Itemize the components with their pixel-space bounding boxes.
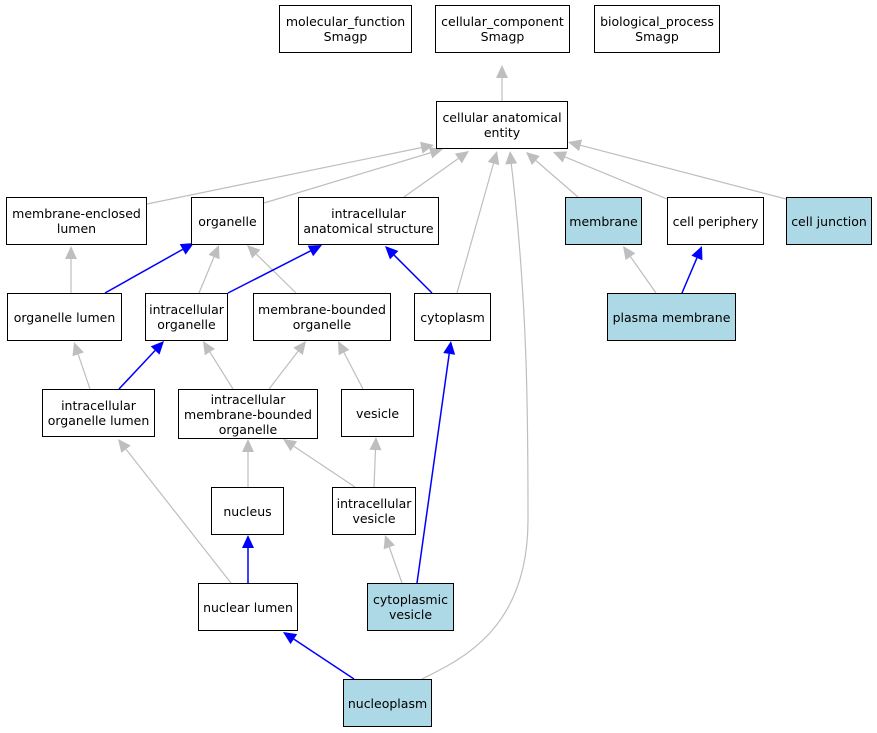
- edge-pm-mem-arrowhead: [623, 246, 636, 261]
- edge-cyt-cae: [456, 163, 495, 294]
- edge-mel-cae-arrowhead: [420, 141, 434, 154]
- node-intracellular-organelle-lumen[interactable]: intracellular organelle lumen: [42, 389, 155, 437]
- node-cellular-component[interactable]: cellular_component Smagp: [435, 5, 570, 53]
- edge-cv-iv-arrowhead: [383, 535, 395, 550]
- edge-imbo-mbo: [268, 350, 299, 390]
- edge-mem-cae: [535, 160, 579, 198]
- edge-ias-cae-arrowhead: [454, 151, 469, 164]
- edge-org-cae: [263, 152, 431, 204]
- edge-cv-iv: [388, 547, 403, 584]
- node-molecular-function[interactable]: molecular_function Smagp: [279, 5, 412, 53]
- edge-ias-cae: [403, 158, 459, 198]
- node-cytoplasmic-vesicle[interactable]: cytoplasmic vesicle: [367, 583, 454, 631]
- edge-iol-io: [118, 349, 156, 390]
- edge-mbo-org-arrowhead: [247, 245, 261, 259]
- node-intracellular-membrane-bounded-organelle[interactable]: intracellular membrane-bounded organelle: [178, 389, 318, 439]
- node-vesicle[interactable]: vesicle: [341, 389, 414, 437]
- node-plasma-membrane[interactable]: plasma membrane: [607, 293, 736, 341]
- edge-iol-ol: [77, 354, 91, 390]
- node-intracellular-organelle[interactable]: intracellular organelle: [145, 293, 228, 341]
- edge-iol-ol-arrowhead: [72, 342, 84, 357]
- node-cellular-anatomical-entity[interactable]: cellular anatomical entity: [436, 101, 568, 149]
- edge-pm-cp-arrowhead: [691, 246, 703, 261]
- edge-iv-ves-arrowhead: [369, 437, 382, 451]
- node-organelle-lumen[interactable]: organelle lumen: [7, 293, 122, 341]
- edge-nl-nuc-arrowhead: [242, 535, 254, 548]
- edge-cv-cyt-arrowhead: [443, 341, 456, 355]
- edge-pm-cp: [681, 257, 698, 294]
- edge-cyt-cae-arrowhead: [487, 151, 500, 166]
- edge-cv-cyt: [416, 353, 450, 584]
- node-cell-junction[interactable]: cell junction: [786, 197, 872, 245]
- edge-mbo-org: [255, 253, 297, 294]
- edge-io-org: [198, 256, 215, 294]
- node-cell-periphery[interactable]: cell periphery: [667, 197, 764, 245]
- edge-cp-cae: [564, 156, 668, 200]
- edge-nl-iol-arrowhead: [118, 439, 131, 453]
- node-intracellular-anatomical-structure[interactable]: intracellular anatomical structure: [298, 197, 439, 245]
- edge-np-nl-arrowhead: [283, 632, 298, 645]
- edge-org-cae-arrowhead: [428, 147, 443, 159]
- edge-io-ias-arrowhead: [307, 245, 322, 257]
- edge-np-cae-arrowhead: [505, 151, 518, 165]
- edge-np-cae: [421, 152, 529, 680]
- edge-nuc-imbo-arrowhead: [242, 439, 254, 452]
- edge-mel-cae: [146, 147, 422, 205]
- edge-ol-mel-arrowhead: [65, 246, 77, 259]
- edge-iv-ves: [373, 449, 377, 488]
- edge-ves-mbo: [343, 352, 364, 390]
- edge-imbo-mbo-arrowhead: [293, 341, 306, 355]
- node-membrane-enclosed-lumen[interactable]: membrane-enclosed lumen: [6, 197, 147, 245]
- edge-nl-iol: [125, 448, 232, 584]
- node-organelle[interactable]: organelle: [191, 197, 264, 245]
- node-nuclear-lumen[interactable]: nuclear lumen: [198, 583, 298, 631]
- edge-cyt-ias-arrowhead: [385, 246, 399, 260]
- edge-pm-mem: [629, 256, 657, 294]
- edge-ol-org-arrowhead: [179, 243, 194, 255]
- node-intracellular-vesicle[interactable]: intracellular vesicle: [332, 487, 416, 535]
- edge-ol-org: [104, 248, 184, 294]
- edge-cj-cae: [580, 144, 787, 200]
- node-membrane-bounded-organelle[interactable]: membrane-bounded organelle: [253, 293, 391, 341]
- node-biological-process[interactable]: biological_process Smagp: [594, 5, 720, 53]
- edge-cae-cc-arrowhead: [496, 65, 508, 78]
- edge-iv-imbo-arrowhead: [283, 439, 298, 452]
- node-nucleoplasm[interactable]: nucleoplasm: [343, 679, 432, 727]
- edge-iv-imbo: [293, 445, 356, 488]
- edge-imbo-io: [209, 351, 234, 390]
- edge-cyt-ias: [393, 254, 433, 294]
- edge-np-nl: [293, 638, 355, 680]
- node-nucleus[interactable]: nucleus: [211, 487, 284, 535]
- node-cytoplasm[interactable]: cytoplasm: [414, 293, 491, 341]
- edge-imbo-io-arrowhead: [203, 341, 215, 356]
- edge-iol-io-arrowhead: [150, 341, 164, 355]
- node-membrane[interactable]: membrane: [565, 197, 642, 245]
- edge-cj-cae-arrowhead: [568, 139, 583, 152]
- edge-ves-mbo-arrowhead: [338, 341, 350, 356]
- edge-mem-cae-arrowhead: [526, 152, 540, 166]
- edge-io-ias: [227, 250, 311, 294]
- edge-io-org-arrowhead: [208, 245, 220, 260]
- edge-cp-cae-arrowhead: [553, 151, 568, 163]
